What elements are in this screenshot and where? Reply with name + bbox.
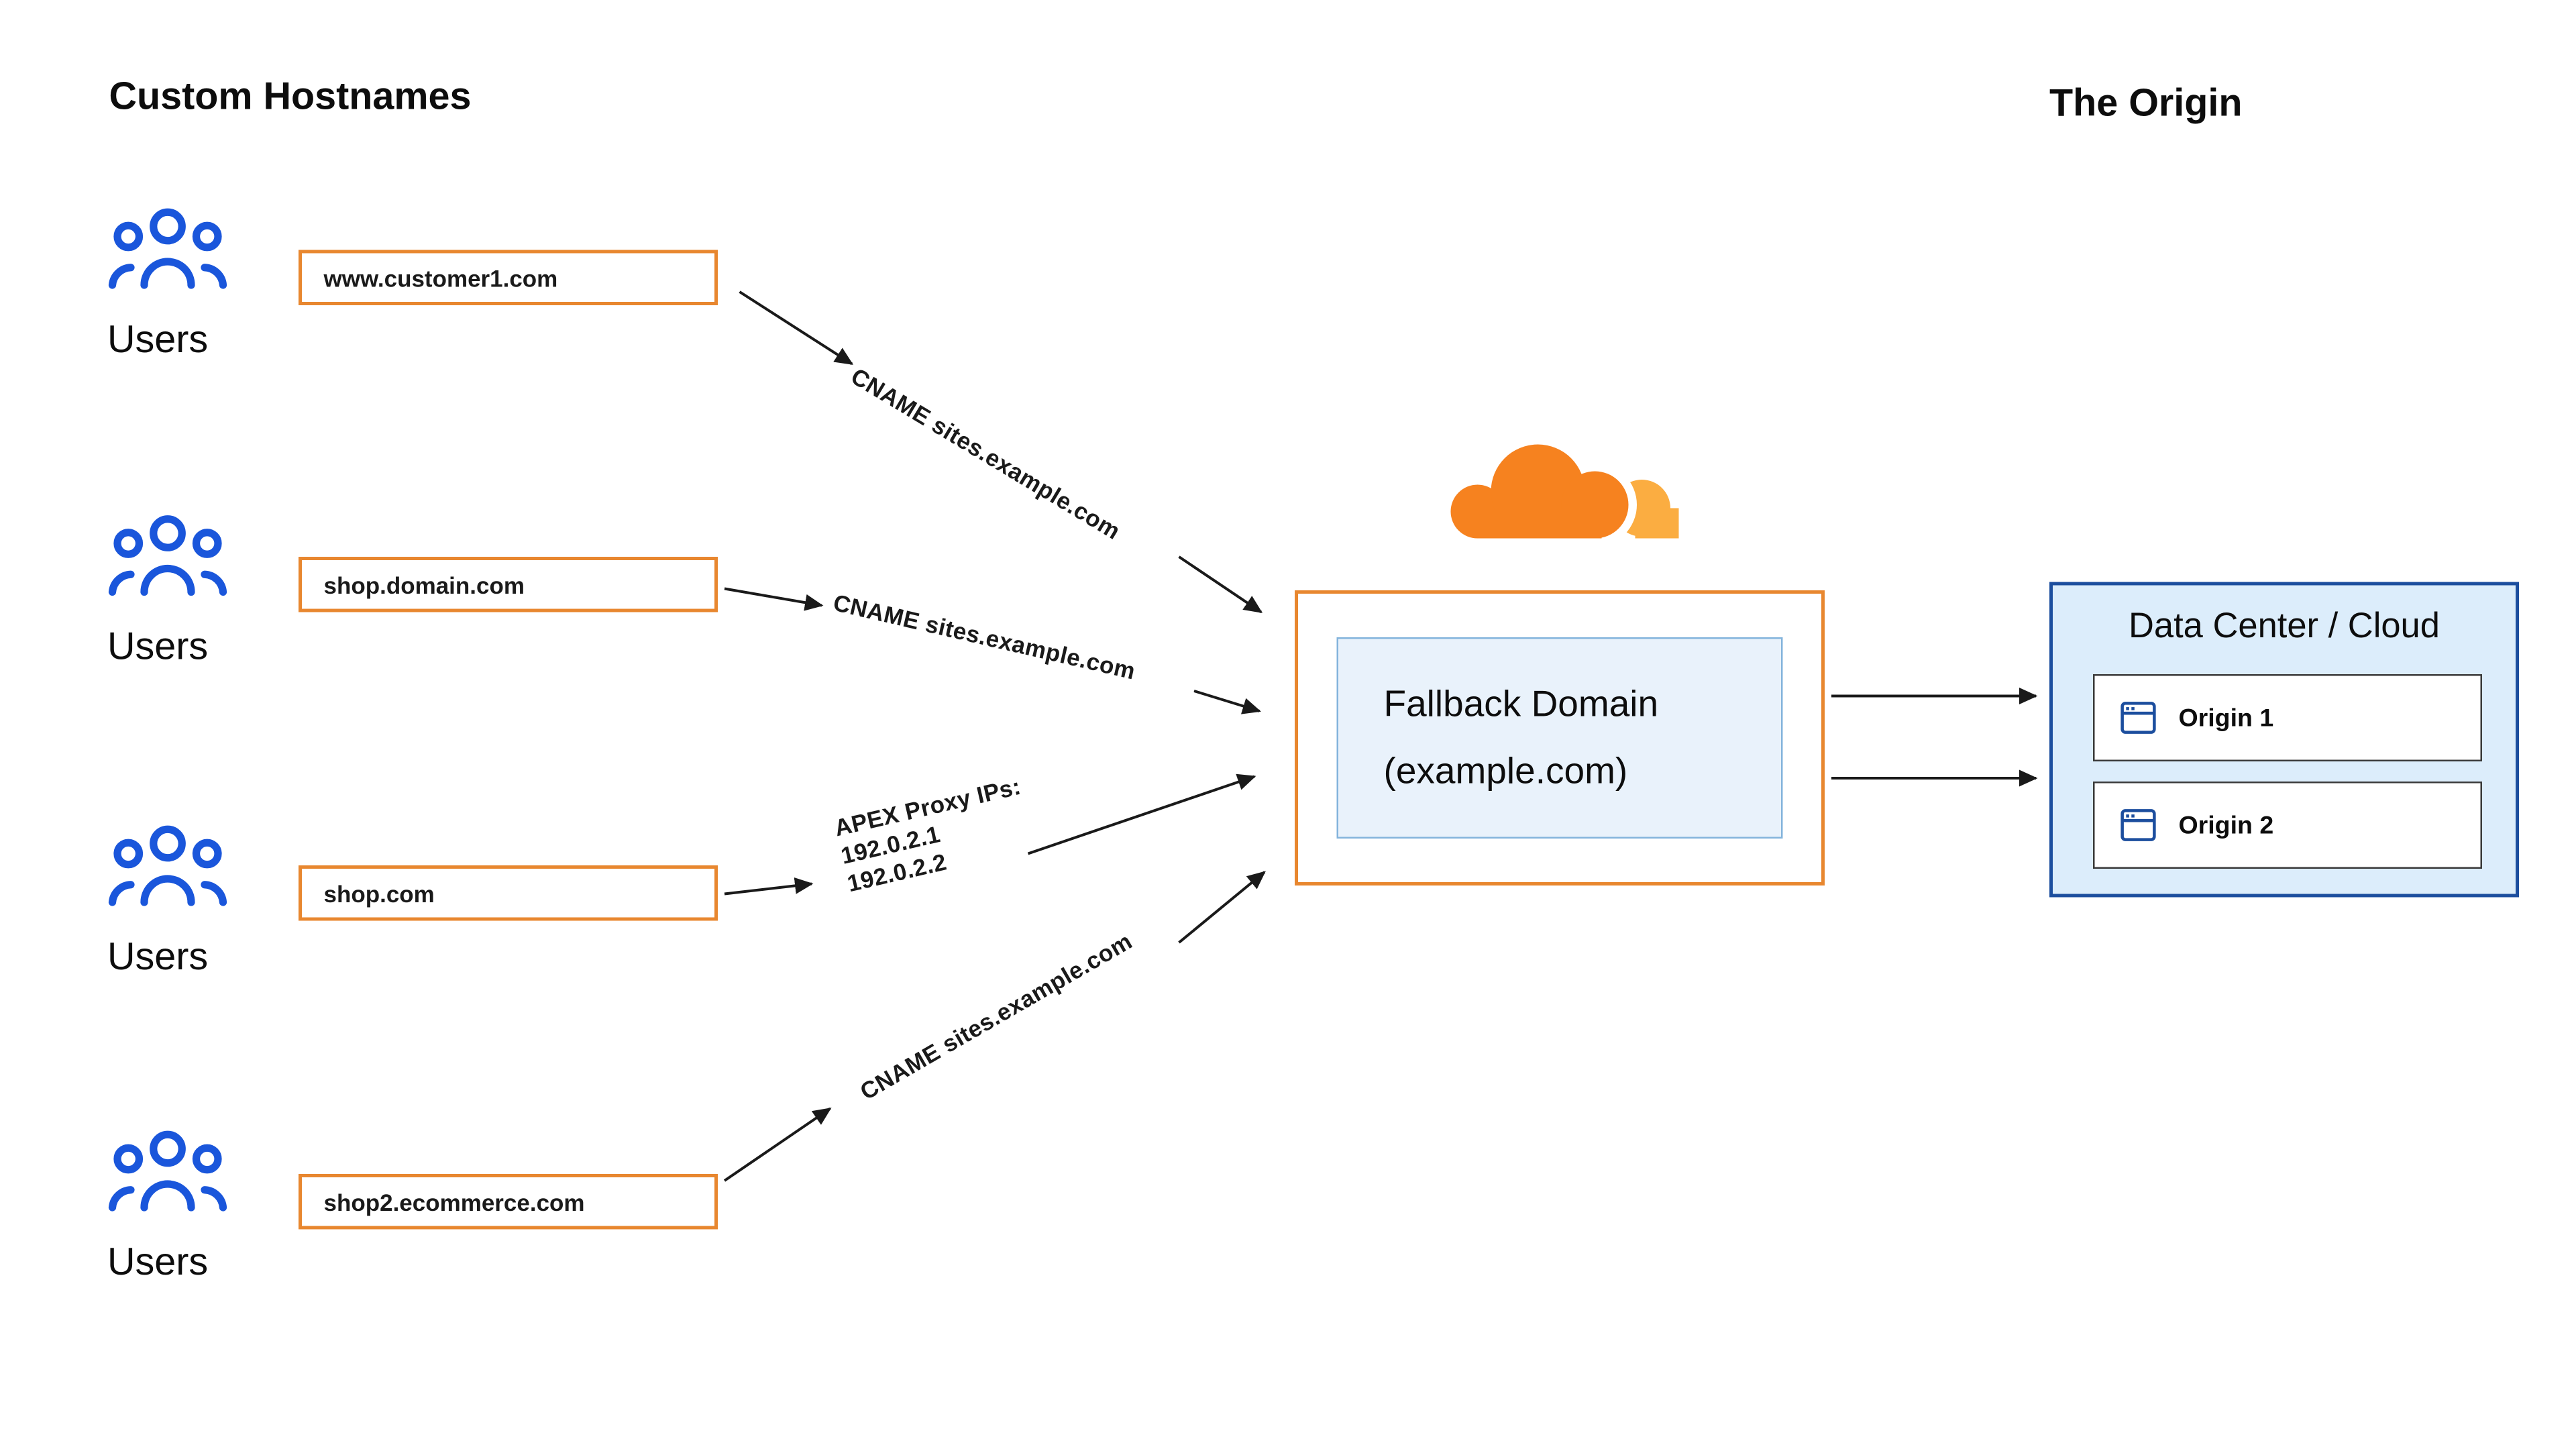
hostname-box-shop: shop.com	[299, 865, 718, 921]
the-origin-title: The Origin	[2049, 80, 2243, 124]
browser-window-icon	[2121, 702, 2156, 734]
users-label: Users	[107, 624, 209, 667]
datacenter-title: Data Center / Cloud	[2128, 607, 2440, 646]
cloudflare-logo-main-cloud	[1450, 444, 1629, 539]
origin-2-row: Origin 2	[2093, 782, 2482, 869]
users-icon	[108, 208, 227, 289]
users-label: Users	[107, 1239, 209, 1283]
origin-1-label: Origin 1	[2178, 703, 2274, 733]
hostname-label: www.customer1.com	[323, 264, 558, 291]
hostname-label: shop2.ecommerce.com	[323, 1188, 585, 1216]
origin-1-row: Origin 1	[2093, 674, 2482, 761]
cloudflare-logo-icon	[1442, 436, 1679, 539]
hostname-box-shop-domain: shop.domain.com	[299, 557, 718, 612]
origin-2-label: Origin 2	[2178, 810, 2274, 840]
user-group-2: Users	[107, 513, 258, 669]
hostname-label: shop.com	[323, 879, 435, 907]
fallback-domain-box: Fallback Domain (example.com)	[1336, 637, 1783, 839]
fallback-domain-outer-box: Fallback Domain (example.com)	[1295, 590, 1825, 885]
hostname-box-www-customer1: www.customer1.com	[299, 250, 718, 305]
hostname-box-shop2-ecommerce: shop2.ecommerce.com	[299, 1174, 718, 1230]
users-label: Users	[107, 934, 209, 978]
users-icon	[108, 515, 227, 596]
fallback-domain-line2: (example.com)	[1383, 749, 1628, 792]
user-group-4: Users	[107, 1129, 258, 1285]
apex-proxy-label: APEX Proxy IPs: 192.0.2.1 192.0.2.2	[832, 772, 1036, 898]
users-icon	[108, 825, 227, 906]
custom-hostnames-title: Custom Hostnames	[109, 74, 472, 117]
hostname-label: shop.domain.com	[323, 571, 525, 598]
user-group-1: Users	[107, 207, 258, 363]
browser-window-icon	[2121, 809, 2156, 841]
user-group-3: Users	[107, 824, 258, 980]
users-icon	[108, 1130, 227, 1212]
users-label: Users	[107, 317, 209, 361]
cname-label-mid: CNAME sites.example.com	[830, 588, 1138, 685]
cname-label-bottom: CNAME sites.example.com	[855, 927, 1137, 1106]
fallback-domain-line1: Fallback Domain	[1383, 682, 1659, 725]
datacenter-panel: Data Center / Cloud Origin 1 Origin 2	[2049, 582, 2519, 898]
cname-label-top: CNAME sites.example.com	[846, 362, 1126, 545]
